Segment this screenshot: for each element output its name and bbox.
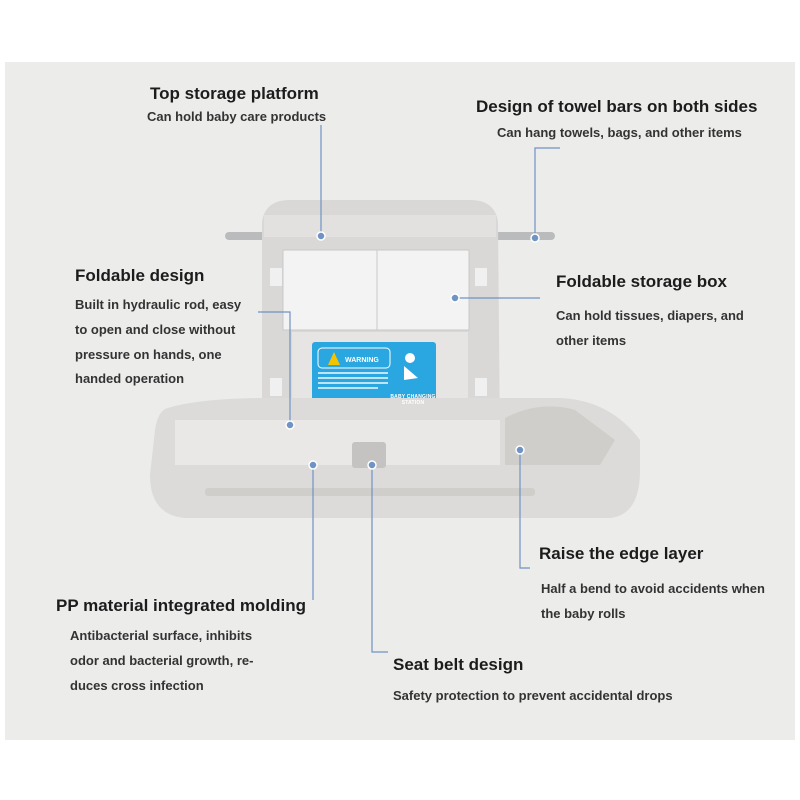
callout-desc: handed operation bbox=[75, 371, 185, 386]
warning-triangle-icon bbox=[328, 352, 340, 365]
callout-desc: pressure on hands, one bbox=[75, 347, 222, 362]
callout-desc: odor and bacterial growth, re- bbox=[70, 653, 254, 668]
tray-groove bbox=[205, 488, 535, 496]
leader-dots bbox=[285, 231, 540, 470]
storage-box bbox=[282, 249, 470, 331]
callout-desc: other items bbox=[556, 333, 627, 348]
seat-belt-clip bbox=[352, 442, 386, 468]
callout-desc: Built in hydraulic rod, easy bbox=[75, 297, 242, 312]
callout-desc: Can hold tissues, diapers, and bbox=[556, 308, 744, 323]
callout-title: Seat belt design bbox=[393, 655, 524, 674]
callout-title: Design of towel bars on both sides bbox=[476, 97, 758, 116]
callout-desc: Safety protection to prevent accidental … bbox=[393, 688, 673, 703]
callout-title: Foldable storage box bbox=[556, 272, 727, 291]
callout-desc: Can hang towels, bags, and other items bbox=[497, 125, 742, 140]
top-platform bbox=[264, 215, 496, 237]
hinge bbox=[475, 378, 487, 396]
callout-desc: to open and close without bbox=[75, 322, 236, 337]
warning-box bbox=[317, 347, 391, 369]
hinge bbox=[475, 268, 487, 286]
callout-desc: Half a bend to avoid accidents when bbox=[541, 581, 765, 596]
station-text: BABY CHANGING STATION bbox=[390, 394, 436, 406]
callout-title: Raise the edge layer bbox=[539, 544, 704, 563]
callout-desc: Can hold baby care products bbox=[147, 109, 327, 124]
raised-edge bbox=[505, 406, 615, 465]
callout-title: Top storage platform bbox=[150, 84, 319, 103]
hinge bbox=[270, 378, 282, 396]
parent-baby-icon bbox=[404, 353, 418, 380]
warning-text: WARNING bbox=[345, 357, 379, 364]
hinge bbox=[270, 268, 282, 286]
callout-title: PP material integrated molding bbox=[56, 596, 307, 615]
callout-desc: the baby rolls bbox=[541, 606, 626, 621]
callout-title: Foldable design bbox=[75, 266, 205, 285]
leader-lines bbox=[258, 125, 560, 653]
callout-desc: Antibacterial surface, inhibits bbox=[70, 628, 253, 643]
fine-print bbox=[318, 372, 388, 389]
callout-desc: duces cross infection bbox=[70, 678, 204, 693]
tray-bed bbox=[175, 420, 500, 465]
